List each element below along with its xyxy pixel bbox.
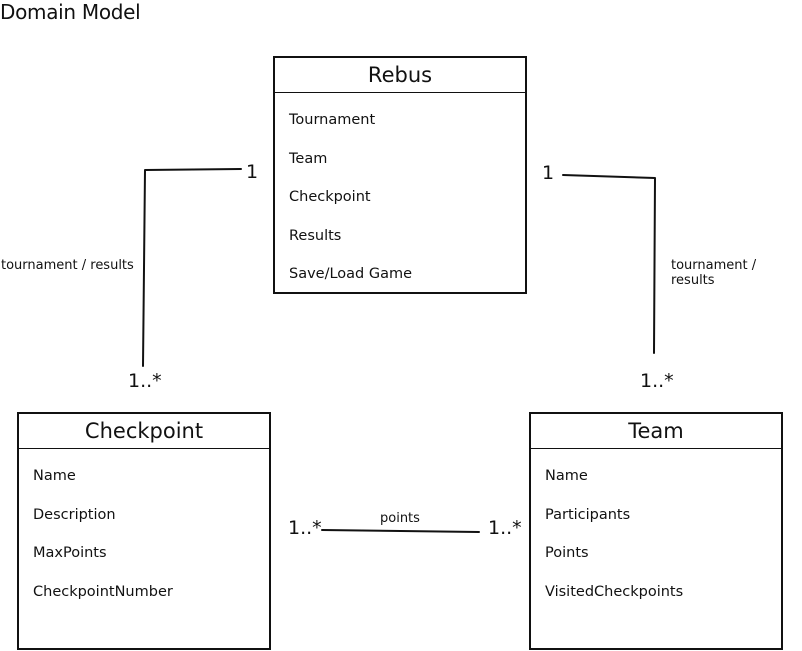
class-team: Team Name Participants Points VisitedChe… (529, 412, 783, 650)
attribute: MaxPoints (33, 545, 107, 561)
attribute: Participants (545, 506, 631, 523)
diagram-title: Domain Model (0, 0, 141, 24)
association-label-checkpoint-team: points (380, 511, 420, 526)
checkpoint-team-connector (321, 529, 480, 533)
multiplicity-rebus-team-source: 1 (542, 162, 555, 184)
attribute: Results (289, 227, 342, 244)
multiplicity-checkpoint-team-target: 1..* (488, 517, 522, 539)
multiplicity-rebus-checkpoint-target: 1..* (128, 370, 162, 392)
attribute: Name (545, 468, 588, 484)
multiplicity-rebus-checkpoint-source: 1 (246, 161, 259, 183)
class-checkpoint: Checkpoint Name Description MaxPoints Ch… (17, 412, 271, 650)
rebus-checkpoint-connector (142, 168, 242, 367)
attribute: Tournament (289, 112, 376, 128)
association-label-rebus-team: tournament / results (671, 258, 757, 288)
attribute: CheckpointNumber (33, 583, 173, 600)
rebus-team-connector (562, 174, 656, 354)
multiplicity-rebus-team-target: 1..* (640, 370, 674, 392)
association-label-rebus-checkpoint: tournament / results (1, 258, 134, 273)
attribute: Description (33, 506, 116, 523)
attribute: Points (545, 545, 589, 561)
attribute: Checkpoint (289, 189, 371, 205)
multiplicity-checkpoint-team-source: 1..* (288, 517, 322, 539)
class-rebus: Rebus Tournament Team Checkpoint Results… (273, 56, 527, 294)
attribute: Save/Load Game (289, 266, 413, 282)
attribute: VisitedCheckpoints (545, 583, 684, 600)
class-name: Team (531, 414, 781, 449)
attribute: Team (289, 150, 328, 167)
class-name: Rebus (275, 58, 525, 93)
attribute: Name (33, 468, 76, 484)
class-name: Checkpoint (19, 414, 269, 449)
